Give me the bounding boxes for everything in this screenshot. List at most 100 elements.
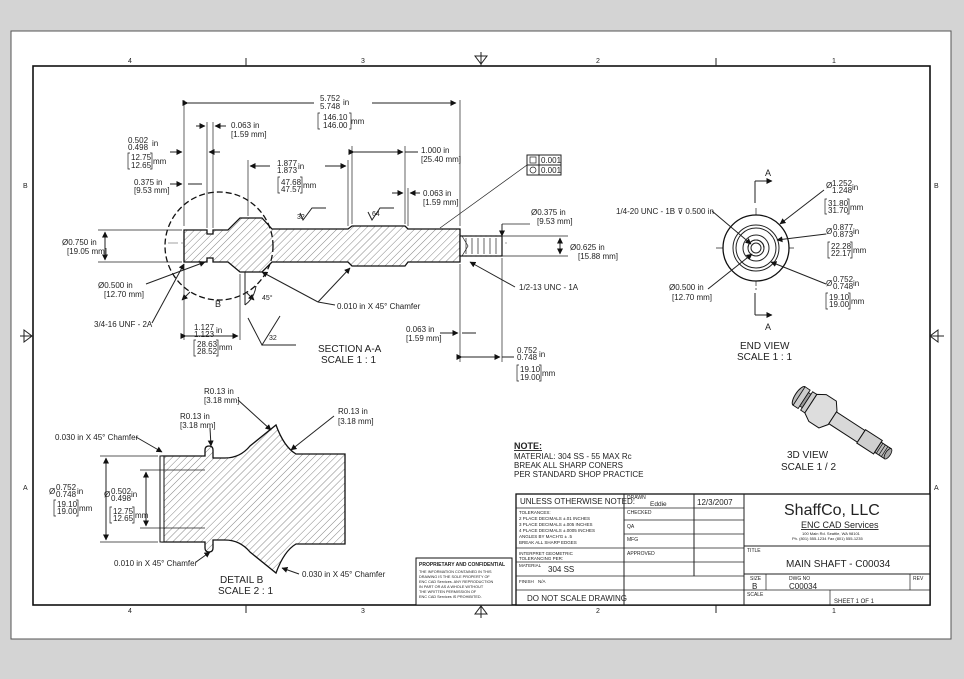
end-view-d3-mm: 19.10 <box>829 293 850 302</box>
tb-material: 304 SS <box>548 565 574 574</box>
dim-left-dia-mm: [19.05 mm] <box>67 247 107 256</box>
dim-mid-mm-low: 47.57 <box>281 185 302 194</box>
dim-bore-depth-in: Ø0.375 in <box>531 208 566 217</box>
end-view-d3-in: 0.752 <box>833 275 854 284</box>
end-view-d2-symbol: Ø <box>826 227 832 236</box>
tb-sheet: SHEET 1 OF 1 <box>834 599 875 605</box>
tb-unless-noted: UNLESS OTHERWISE NOTED: <box>520 497 635 506</box>
chamfer-callout: 0.010 in X 45° Chamfer <box>337 302 421 311</box>
detail-chamfer-top: 0.030 in X 45° Chamfer <box>55 433 139 442</box>
zone-bottom-4: 4 <box>128 608 132 615</box>
dim-bore-depth-mm: [9.53 mm] <box>537 217 573 226</box>
angle-45: 45° <box>262 294 273 302</box>
tb-tol-4: ANGLES BY MACH'G ± .5 <box>519 534 573 539</box>
dim-left-len-mm-unit: mm <box>153 157 167 166</box>
zone-bottom-3: 3 <box>361 608 365 615</box>
dim-end-step-in: 0.063 in <box>406 325 434 334</box>
detail-d-outer-in-low: 0.748 <box>56 490 77 499</box>
detail-b-circle <box>164 191 274 301</box>
dim-step-in: 0.375 in <box>134 178 162 187</box>
note-line-2: BREAK ALL SHARP CONERS <box>514 461 623 470</box>
tb-drawn-date: 12/3/2007 <box>697 498 733 507</box>
zone-bottom-1: 1 <box>832 608 836 615</box>
detail-d-outer-unit: in <box>77 487 83 496</box>
dim-overall-mm-unit: mm <box>351 117 365 126</box>
detail-r2-in: R0.13 in <box>180 412 210 421</box>
notes-heading: NOTE: <box>514 441 542 451</box>
tb-proprietary-heading: PROPRIETARY AND CONFIDENTIAL <box>419 562 505 568</box>
zone-left-b: B <box>23 183 28 190</box>
tb-do-not-scale: DO NOT SCALE DRAWING <box>527 594 627 603</box>
view-3d-title: 3D VIEW <box>787 450 829 461</box>
detail-r2-mm: [3.18 mm] <box>180 421 216 430</box>
end-view-d4-mm: [12.70 mm] <box>672 293 712 302</box>
detail-b-scale: SCALE 2 : 1 <box>218 586 273 597</box>
dim-bore-dia-in: Ø0.625 in <box>570 243 605 252</box>
dim-left-len-mm: 12.75 <box>131 153 152 162</box>
dim-mid-in-low: 1.873 <box>277 166 298 175</box>
dim-end-len-mm-unit: mm <box>542 369 556 378</box>
tb-material-label: MATERIAL <box>519 563 542 568</box>
dim-left-len-in-unit: in <box>152 139 158 148</box>
detail-chamfer-bottom: 0.010 in X 45° Chamfer <box>114 559 198 568</box>
gdt-cyl-value: 0.001 <box>541 166 562 175</box>
dim-shoulder-in: 1.127 <box>194 323 215 332</box>
end-view-d1-mm-unit: mm <box>850 203 864 212</box>
title-block: UNLESS OTHERWISE NOTED: TOLERANCES: 2 PL… <box>415 493 931 606</box>
end-view-d1-in: 1.252 <box>832 179 853 188</box>
end-view-d1-unit: in <box>852 183 858 192</box>
detail-b-view: 0.030 in X 45° Chamfer R0.13 in [3.18 mm… <box>49 387 386 597</box>
detail-r1-mm: [3.18 mm] <box>204 396 240 405</box>
dim-mid-in: 1.877 <box>277 159 298 168</box>
tapped-bore <box>459 235 503 257</box>
tb-rev-label: REV <box>913 576 924 582</box>
end-view-d3-mm-unit: mm <box>851 297 865 306</box>
view-3d-scale: SCALE 1 / 2 <box>781 462 836 473</box>
dim-shoulder-mm-unit: mm <box>219 343 233 352</box>
thread-right-callout: 1/2-13 UNC - 1A <box>519 283 579 292</box>
detail-d-outer-mm: 19.10 <box>57 500 78 509</box>
detail-d-outer-mm-unit: mm <box>79 504 93 513</box>
detail-d-inner-mm: 12.75 <box>113 507 134 516</box>
end-view-d2-mm: 22.28 <box>831 242 852 251</box>
section-aa-view: B 5.752 5.748 in 146.10 146.00 mm 0.063 … <box>62 94 618 382</box>
dim-overall-unit: in <box>343 98 349 107</box>
finish-mark-1: 32 <box>297 214 305 221</box>
dim-bore-dia-mm: [15.88 mm] <box>578 252 618 261</box>
detail-d-outer-in: 0.752 <box>56 483 77 492</box>
detail-b-title: DETAIL B <box>220 575 264 586</box>
dim-end-step-mm: [1.59 mm] <box>406 334 442 343</box>
end-view-d1-mm-low: 31.70 <box>828 206 849 215</box>
end-view-d2-unit: in <box>853 227 859 236</box>
dim-end-len-in-low: 0.748 <box>517 353 538 362</box>
dim-right-len-mm: [25.40 mm] <box>421 155 461 164</box>
dim-right-groove-in: 0.063 in <box>423 189 451 198</box>
tb-size-label: SIZE <box>750 576 762 582</box>
detail-r3-mm: [3.18 mm] <box>338 417 374 426</box>
dim-shoulder-in-unit: in <box>216 326 222 335</box>
tb-tol-2: 3 PLACE DECIMALS ±.005 INCHES <box>519 522 593 527</box>
end-view-d2-mm-low: 22.17 <box>831 249 852 258</box>
tb-address: 100 Main Rd. Seattle, WA 98101 <box>802 531 861 536</box>
section-aa-title: SECTION A-A <box>318 344 382 355</box>
tb-approved-label: APPROVED <box>627 551 655 557</box>
tb-scale-label: SCALE <box>747 592 764 598</box>
dim-step-mm: [9.53 mm] <box>134 186 170 195</box>
detail-d-outer-symbol: Ø <box>49 487 55 496</box>
tb-geometric-2: TOLERANCING PER: <box>519 556 563 561</box>
dim-mid-mm-unit: mm <box>303 181 317 190</box>
end-view-d3-unit: in <box>853 279 859 288</box>
detail-r3-in: R0.13 in <box>338 407 368 416</box>
dim-overall-mm-low: 146.00 <box>323 121 348 130</box>
end-view-d1-symbol: Ø <box>826 181 832 190</box>
dim-shoulder-mm-low: 28.52 <box>197 347 218 356</box>
dim-end-len-in-unit: in <box>539 350 545 359</box>
end-view-section-label-top: A <box>765 168 771 178</box>
dim-shoulder-mm: 28.63 <box>197 340 218 349</box>
dim-neck-dia-in: Ø0.500 in <box>98 281 133 290</box>
gdt-flatness-value: 0.001 <box>541 156 562 165</box>
tb-drawn-by: Eddie <box>650 501 667 508</box>
detail-r1-in: R0.13 in <box>204 387 234 396</box>
gdt-frame: 0.001 0.001 <box>439 154 562 229</box>
